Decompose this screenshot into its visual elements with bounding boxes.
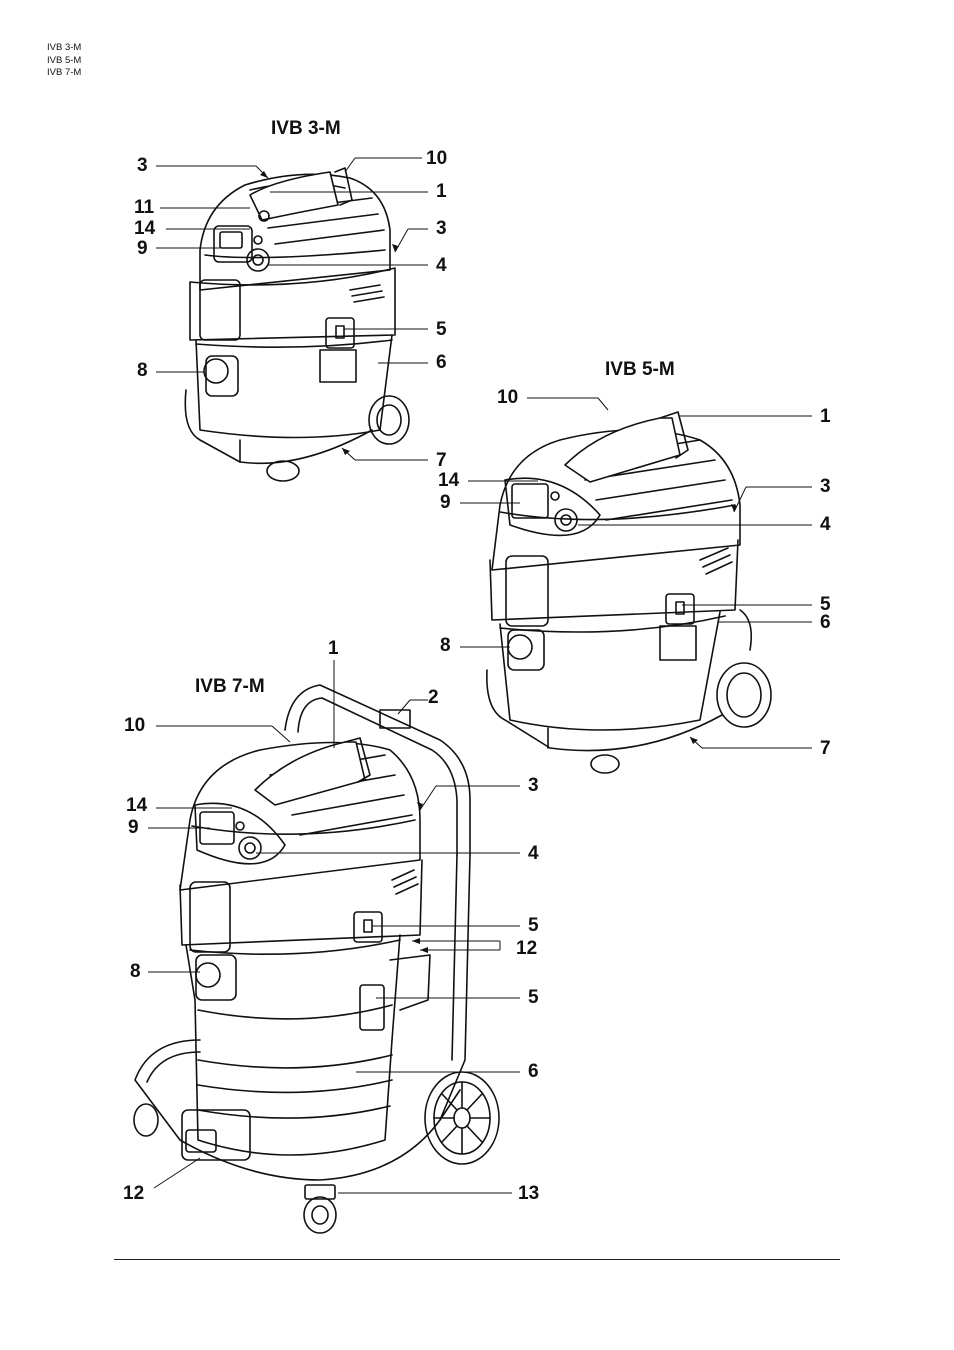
callout-label: 9 [137,238,148,259]
callout-label: 5 [528,987,539,1008]
callout-label: 7 [436,450,447,471]
callout-label: 4 [436,255,447,276]
callout-label: 9 [128,817,139,838]
figure-title-ivb5m: IVB 5-M [605,359,675,380]
model-list: IVB 3-M IVB 5-M IVB 7-M [47,42,81,80]
callout-label: 10 [426,148,448,169]
callout-label: 14 [134,218,156,239]
model-name: IVB 5-M [47,54,82,66]
callout-label: 10 [497,387,519,408]
callout-label: 3 [436,218,447,239]
callout-label: 4 [528,843,539,864]
callout-label: 11 [134,197,155,218]
model-name: IVB 3-M [47,42,82,53]
callout-label: 9 [440,492,451,513]
figure-title-ivb7m: IVB 7-M [195,676,265,697]
callout-label: 1 [436,181,447,202]
callout-label: 10 [124,715,146,736]
callout-label: 3 [528,775,539,796]
callout-label: 4 [820,514,831,535]
figure-title-ivb3m: IVB 3-M [271,118,341,139]
callout-label: 5 [436,319,447,340]
callout-label: 14 [438,470,460,491]
callout-label: 2 [428,687,439,708]
vacuum-ivb5m-drawing [486,411,772,774]
vacuum-ivb3m-drawing [184,167,410,482]
callout-label: 8 [130,961,141,982]
callout-label: 5 [820,594,831,615]
callout-leaders [148,157,812,1194]
vacuum-ivb7m-drawing [133,684,500,1234]
callout-label: 1 [820,406,831,427]
callout-label: 14 [126,795,148,816]
callout-label: 12 [516,938,538,959]
callout-label: 12 [123,1183,145,1204]
callout-label: 6 [528,1061,539,1082]
callout-arrowheads [260,171,737,953]
callout-label: 3 [820,476,831,497]
model-name: IVB 7-M [47,67,82,78]
footer-rule [114,1259,840,1260]
callout-label: 5 [528,915,539,936]
callout-label: 7 [820,738,831,759]
callout-label: 1 [328,638,339,659]
callout-label: 13 [518,1183,540,1204]
callout-label: 6 [436,352,447,373]
callout-label: 6 [820,612,831,633]
callout-label: 8 [440,635,451,656]
callout-label: 3 [137,155,148,176]
callout-label: 8 [137,360,148,381]
